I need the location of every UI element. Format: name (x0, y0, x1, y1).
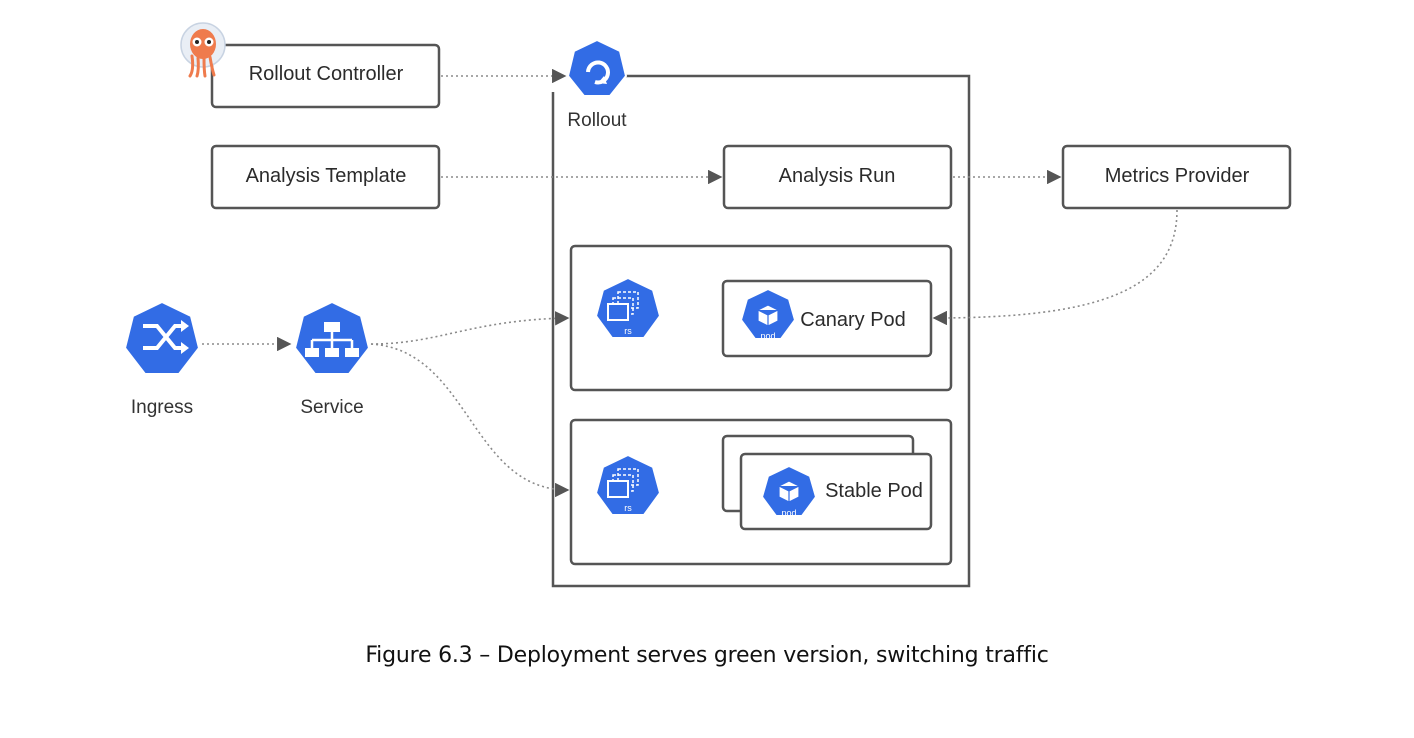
argo-mascot-icon (180, 22, 226, 78)
canary-pod-text: pod (760, 331, 775, 341)
analysis-template-label: Analysis Template (246, 165, 407, 187)
metrics-provider-node: Metrics Provider (1061, 144, 1292, 210)
canary-pod-icon: pod (739, 287, 797, 341)
canary-pod-label: Canary Pod (800, 309, 906, 331)
ingress-icon (123, 300, 201, 375)
analysis-template-node: Analysis Template (210, 144, 441, 210)
service-to-stable-connector (370, 343, 570, 498)
connectors (202, 68, 1178, 498)
metrics-provider-label: Metrics Provider (1105, 165, 1250, 187)
rollout-label: Rollout (567, 110, 627, 131)
analysis-run-label: Analysis Run (779, 165, 896, 187)
ingress-label: Ingress (131, 397, 193, 418)
figure-caption: Figure 6.3 – Deployment serves green ver… (365, 643, 1049, 668)
rollout-icon (566, 38, 628, 97)
stable-pod-icon: pod (760, 464, 818, 518)
metrics-to-canary-pod-connector (932, 209, 1178, 326)
service-label: Service (300, 397, 363, 418)
rollout-controller-label: Rollout Controller (249, 63, 404, 85)
rollout-controller-node: Rollout Controller (210, 43, 441, 109)
canary-rs-text: rs (624, 326, 632, 336)
stable-rs-text: rs (624, 503, 632, 513)
stable-pod-node: Stable Pod (721, 434, 933, 531)
rollout-container (551, 74, 971, 588)
stable-replicaset-icon: rs (594, 453, 662, 516)
stable-pod-text: pod (781, 508, 796, 518)
stable-pod-label: Stable Pod (825, 480, 923, 502)
service-to-canary-connector (370, 311, 570, 345)
service-icon (293, 300, 371, 375)
canary-replicaset-icon: rs (594, 276, 662, 339)
analysis-run-node: Analysis Run (722, 144, 953, 210)
